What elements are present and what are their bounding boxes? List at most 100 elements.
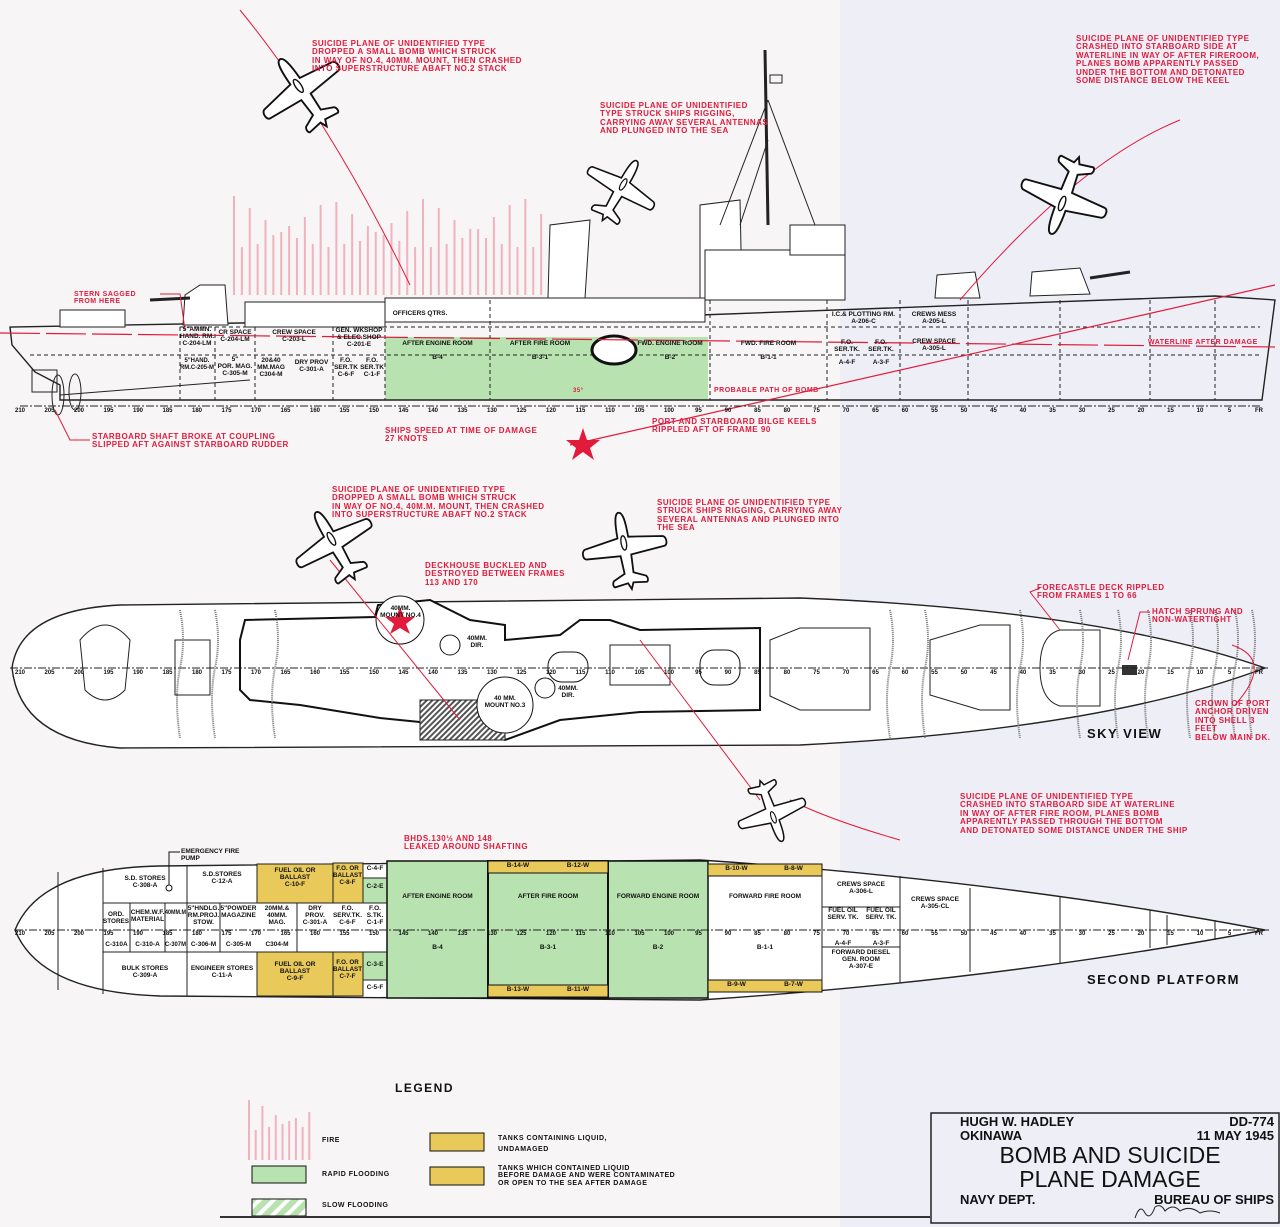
label-text: CREWS MESS A-205-L xyxy=(911,311,957,325)
gun-barrel xyxy=(149,296,191,302)
fantail-structure xyxy=(79,624,131,701)
compartment-label: 40MM.M xyxy=(165,909,187,917)
frame-number: 15 xyxy=(1167,670,1174,676)
frame-number: 170 xyxy=(250,931,262,937)
emergency-fire-pump-label: EMERGENCY FIRE PUMP xyxy=(181,848,240,862)
label-text: FWD. FIRE ROOM B-1-1 xyxy=(740,340,797,361)
frame-number: 110 xyxy=(605,931,615,937)
frame-number: 95 xyxy=(695,408,702,414)
label-text: 20MM.& 40MM. MAG. xyxy=(264,905,290,926)
label-text: B-14-W xyxy=(506,862,530,869)
frame-number: 195 xyxy=(103,931,114,937)
frame-number: 210 xyxy=(14,931,26,937)
hatch-leader xyxy=(1127,611,1150,661)
tank-fo-ballast xyxy=(332,862,364,904)
frame-number: 130 xyxy=(486,931,498,937)
compartment-label: 5"AMMN. HAND. RM. C-204-LM xyxy=(180,326,215,347)
compartment-label: B-1-1 xyxy=(708,944,822,952)
label-text: B-2 xyxy=(652,944,664,951)
label-text: B-3-1 xyxy=(539,944,557,951)
compartment-label: B-12-W xyxy=(548,862,608,870)
frame-number: 130 xyxy=(486,408,498,414)
profile-view xyxy=(0,9,1276,460)
frame-number: 115 xyxy=(575,670,586,676)
frame-number: 160 xyxy=(309,670,321,676)
label-text: C304-M xyxy=(265,941,289,948)
plane-trajectory xyxy=(789,799,901,841)
frame-number: 165 xyxy=(280,931,291,937)
director-40mm xyxy=(439,634,461,656)
frame-number: 125 xyxy=(516,931,527,937)
ripple-mark xyxy=(271,609,279,739)
compartment-label: S.D. STORES C-308-A xyxy=(103,875,187,890)
frame-number: 180 xyxy=(191,931,203,937)
suicide-plane-icon xyxy=(726,767,817,855)
hatch xyxy=(1122,665,1137,675)
compartment-label: FUEL OIL OR BALLAST C-10-F xyxy=(257,867,333,888)
compartment-label: B-7-W xyxy=(765,981,822,989)
frame-number: 25 xyxy=(1108,931,1115,937)
compartment-label: C-305-M xyxy=(220,941,257,949)
frame-number: 130 xyxy=(486,670,498,676)
stack-no2 xyxy=(547,219,591,299)
compartment-label: AFTER ENGINE ROOM xyxy=(387,893,488,901)
annotation-plane3-profile: SUICIDE PLANE OF UNIDENTIFIED TYPE CRASH… xyxy=(1076,34,1260,85)
frame-number: 135 xyxy=(457,670,468,676)
label-text: C-310A xyxy=(105,941,128,948)
frame-number: 35 xyxy=(1049,408,1056,414)
frame-number: 145 xyxy=(398,408,409,414)
annotation-anchor-crown: CROWN OF PORT ANCHOR DRIVEN INTO SHELL 3… xyxy=(1195,699,1271,742)
label-text: F.O. OR BALLAST C-7-F xyxy=(333,959,363,980)
label-text: 5" POR. MAG. C-305-M xyxy=(217,356,253,377)
director-label: 40MM. DIR. xyxy=(462,635,492,650)
frame-number: 135 xyxy=(457,408,468,414)
title-line1: BOMB AND SUICIDE xyxy=(999,1142,1221,1168)
label-text: CREWS SPACE A-305-CL xyxy=(911,896,959,910)
annotation-waterline: WATERLINE AFTER DAMAGE xyxy=(1148,339,1258,346)
legend-tanks-undamaged: TANKS CONTAINING LIQUID, UNDAMAGED xyxy=(498,1135,607,1154)
compartment-label: C-306-M xyxy=(187,941,220,949)
label-text: 40 MM. MOUNT NO.3 xyxy=(484,695,526,709)
label-text: CREW SPACE C-203-L xyxy=(272,329,316,343)
label-text: AFTER ENGINE ROOM B-4 xyxy=(402,340,473,361)
frame-number: 55 xyxy=(931,670,938,676)
frame-number: 210 xyxy=(14,408,26,414)
label-text: A-4-F xyxy=(834,940,852,947)
second-platform-title: SECOND PLATFORM xyxy=(1087,972,1240,987)
compartment-label: AFTER FIRE ROOM B-3-1 xyxy=(490,340,590,361)
frame-number: 50 xyxy=(960,670,968,676)
frame-number: 190 xyxy=(132,408,144,414)
frame-number: 185 xyxy=(162,931,173,937)
frame-number: 195 xyxy=(103,408,114,414)
torpedo-tubes xyxy=(609,644,671,686)
annotation-speed: SHIPS SPEED AT TIME OF DAMAGE 27 KNOTS xyxy=(385,426,538,444)
frame-number: 180 xyxy=(191,670,203,676)
frame-number: 10 xyxy=(1196,931,1204,937)
compartment-label: 20&40 MM.MAG C304-M xyxy=(255,357,287,378)
label-text: FUEL OIL OR BALLAST C-10-F xyxy=(274,867,316,888)
annotation-plane3-sky: SUICIDE PLANE OF UNIDENTIFIED TYPE CRASH… xyxy=(960,792,1188,835)
label-text: CREWS SPACE A-306-L xyxy=(837,881,885,895)
legend-title: LEGEND xyxy=(395,1081,455,1095)
frame-number: 5 xyxy=(1227,931,1232,937)
annotation-plane2-profile: SUICIDE PLANE OF UNIDENTIFIED TYPE STRUC… xyxy=(600,101,769,136)
annotation-forecastle: FORECASTLE DECK RIPPLED FROM FRAMES 1 TO… xyxy=(1037,583,1165,601)
compartment-label: DRY PROV. C-301-A xyxy=(297,905,333,926)
frame-number: 100 xyxy=(663,931,675,937)
legend-rapid-flooding: RAPID FLOODING xyxy=(322,1171,390,1178)
second-platform-view xyxy=(14,851,1270,1001)
director-label: 40MM. DIR. xyxy=(553,685,583,700)
bridge-structure xyxy=(769,627,871,711)
frame-number: 125 xyxy=(516,408,527,414)
compartment-label: BULK STORES C-309-A xyxy=(103,965,187,980)
label-text: S.D. STORES C-308-A xyxy=(124,875,166,889)
frame-number: 115 xyxy=(575,931,586,937)
suicide-plane-icon xyxy=(1008,140,1122,251)
frame-number: 145 xyxy=(398,931,409,937)
ship-name: HUGH W. HADLEY xyxy=(960,1114,1075,1129)
annotation-plane2-sky: SUICIDE PLANE OF UNIDENTIFIED TYPE STRUC… xyxy=(657,498,843,533)
label-text: AFTER FIRE ROOM B-3-1 xyxy=(509,340,571,361)
legend-slow-flooding: SLOW FLOODING xyxy=(322,1202,389,1209)
label-text: B-4 xyxy=(432,944,443,951)
